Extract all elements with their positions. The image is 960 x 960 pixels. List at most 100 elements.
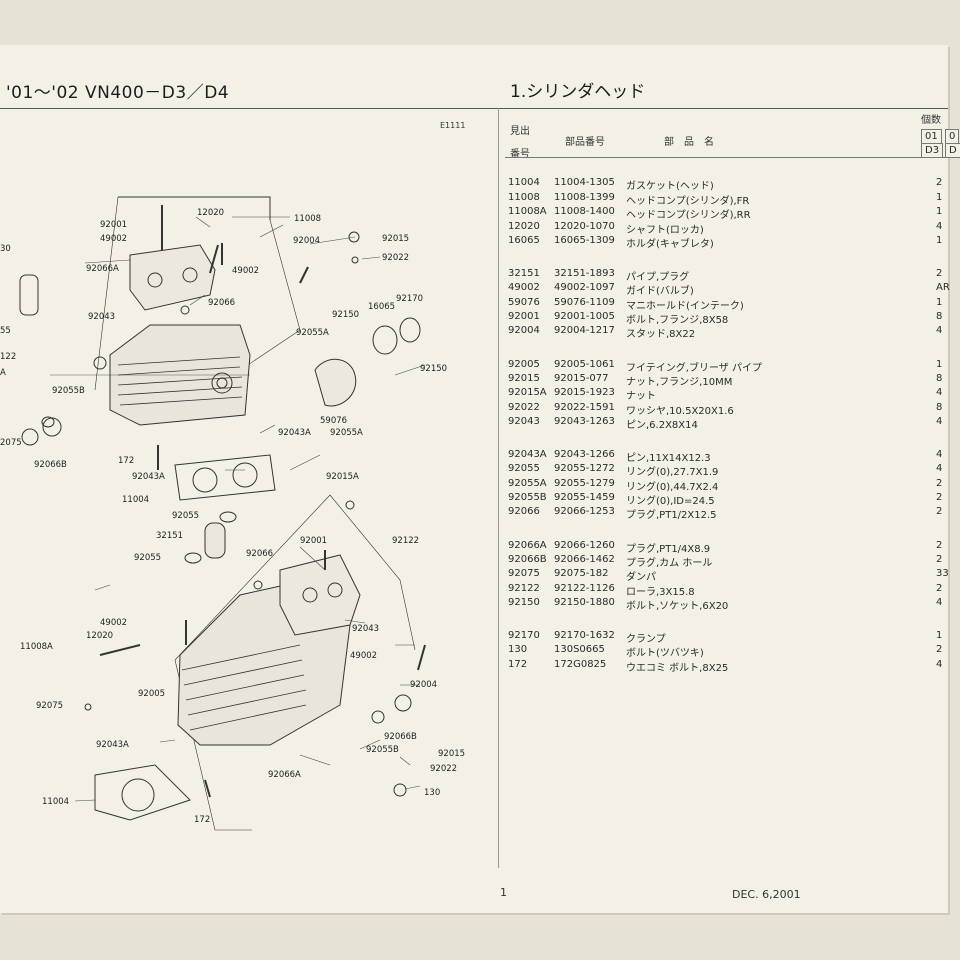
ref-number: 92043 [508, 416, 540, 427]
ref-number: 92055A [508, 478, 547, 489]
col-ref-header-1: 見出 [510, 126, 530, 137]
publish-date: DEC. 6,2001 [732, 888, 801, 901]
ref-number: 92004 [508, 325, 540, 336]
quantity: 4 [936, 659, 943, 670]
part-number: 130S0665 [554, 644, 605, 655]
callout-55-edge: 55 [0, 326, 11, 336]
col-partno-header: 部品番号 [565, 137, 605, 148]
quantity: 8 [936, 402, 943, 413]
quantity: 1 [936, 297, 943, 308]
part-name: ピン,6.2X8X14 [626, 420, 698, 431]
ref-number: 172 [508, 659, 528, 670]
quantity: 1 [936, 235, 943, 246]
callout-92001b: 92001 [300, 536, 327, 546]
exploded-diagram: 12020 11008 92001 49002 92004 92015 9202… [0, 125, 498, 865]
quantity: 2 [936, 177, 943, 188]
ref-number: 59076 [508, 297, 540, 308]
callout-92066: 92066 [208, 298, 235, 308]
callout-92043A-b: 92043A [132, 472, 165, 482]
quantity: 1 [936, 630, 943, 641]
part-name: シャフト(ロッカ) [626, 225, 704, 236]
qty-col-D3: D3 [921, 143, 944, 158]
part-name: ヘッドコンプ(シリンダ),RR [626, 210, 751, 221]
part-name: ガイド(バルブ) [626, 286, 694, 297]
ref-number: 92066B [508, 554, 547, 565]
callout-92066B: 92066B [34, 460, 67, 470]
qty-col-0: 0 [945, 129, 960, 144]
quantity: 8 [936, 311, 943, 322]
ref-number: 11008A [508, 206, 547, 217]
part-name: プラグ,PT1/2X12.5 [626, 510, 717, 521]
callout-92122: 92122 [392, 536, 419, 546]
part-number: 92170-1632 [554, 630, 615, 641]
part-number: 92150-1880 [554, 597, 615, 608]
part-name: リング(0),27.7X1.9 [626, 467, 719, 478]
callout-49002d: 49002 [350, 651, 377, 661]
figure-code: E1111 [440, 121, 466, 130]
ref-number: 92066A [508, 540, 547, 551]
callout-92055b: 92055 [134, 553, 161, 563]
callout-92055B: 92055B [52, 386, 85, 396]
part-number: 92015-077 [554, 373, 609, 384]
part-name: ウエコミ ボルト,8X25 [626, 663, 729, 674]
ref-number: 11008 [508, 192, 540, 203]
quantity: 4 [936, 449, 943, 460]
ref-number: 92005 [508, 359, 540, 370]
callout-92055: 92055 [172, 511, 199, 521]
quantity: 2 [936, 492, 943, 503]
header-rule [0, 108, 948, 109]
part-number: 92055-1459 [554, 492, 615, 503]
part-number: 92043-1266 [554, 449, 615, 460]
qty-col-01: 01 [921, 129, 942, 144]
part-name: ピン,11X14X12.3 [626, 453, 711, 464]
callout-11004b: 11004 [42, 797, 69, 807]
callout-16065: 16065 [368, 302, 395, 312]
part-number: 11008-1400 [554, 206, 615, 217]
quantity: 2 [936, 583, 943, 594]
parts-catalog-page: '01～'02 VN400－D3／D4 1.シリンダヘッド E1111 [0, 45, 960, 913]
ref-number: 130 [508, 644, 528, 655]
model-title: '01～'02 VN400－D3／D4 [6, 83, 230, 103]
callout-49002: 49002 [100, 234, 127, 244]
part-name: ナット [626, 391, 656, 402]
ref-number: 92055B [508, 492, 547, 503]
part-number: 92004-1217 [554, 325, 615, 336]
quantity: 4 [936, 463, 943, 474]
callout-92015A: 92015A [326, 472, 359, 482]
part-number: 92066-1253 [554, 506, 615, 517]
callout-2075-edge: 2075 [0, 438, 22, 448]
part-number: 92043-1263 [554, 416, 615, 427]
callout-49002c: 49002 [100, 618, 127, 628]
part-name: クランプ [626, 634, 666, 645]
ref-number: 92022 [508, 402, 540, 413]
quantity: 2 [936, 644, 943, 655]
callout-59076: 59076 [320, 416, 347, 426]
quantity: AR [936, 282, 950, 293]
ref-number: 92015 [508, 373, 540, 384]
quantity: 1 [936, 206, 943, 217]
ref-number: 11004 [508, 177, 540, 188]
callout-92001: 92001 [100, 220, 127, 230]
callout-92022: 92022 [382, 253, 409, 263]
quantity: 4 [936, 416, 943, 427]
part-number: 92022-1591 [554, 402, 615, 413]
quantity: 2 [936, 478, 943, 489]
ref-number: 12020 [508, 221, 540, 232]
callout-92066A: 92066A [86, 264, 119, 274]
cylinder-head-drawing: 12020 11008 92001 49002 92004 92015 9202… [0, 196, 465, 831]
part-number: 92122-1126 [554, 583, 615, 594]
ref-number: 92066 [508, 506, 540, 517]
table-header-rule [505, 157, 948, 158]
ref-number: 49002 [508, 282, 540, 293]
callout-11004: 11004 [122, 495, 149, 505]
quantity: 2 [936, 268, 943, 279]
page-spine [498, 108, 499, 868]
part-name: プラグ,カム ホール [626, 558, 713, 569]
callout-32151: 32151 [156, 531, 183, 541]
ref-number: 92015A [508, 387, 547, 398]
part-name: ボルト,ソケット,6X20 [626, 601, 729, 612]
quantity: 4 [936, 221, 943, 232]
part-number: 92055-1272 [554, 463, 615, 474]
quantity: 4 [936, 325, 943, 336]
ref-number: 92075 [508, 568, 540, 579]
